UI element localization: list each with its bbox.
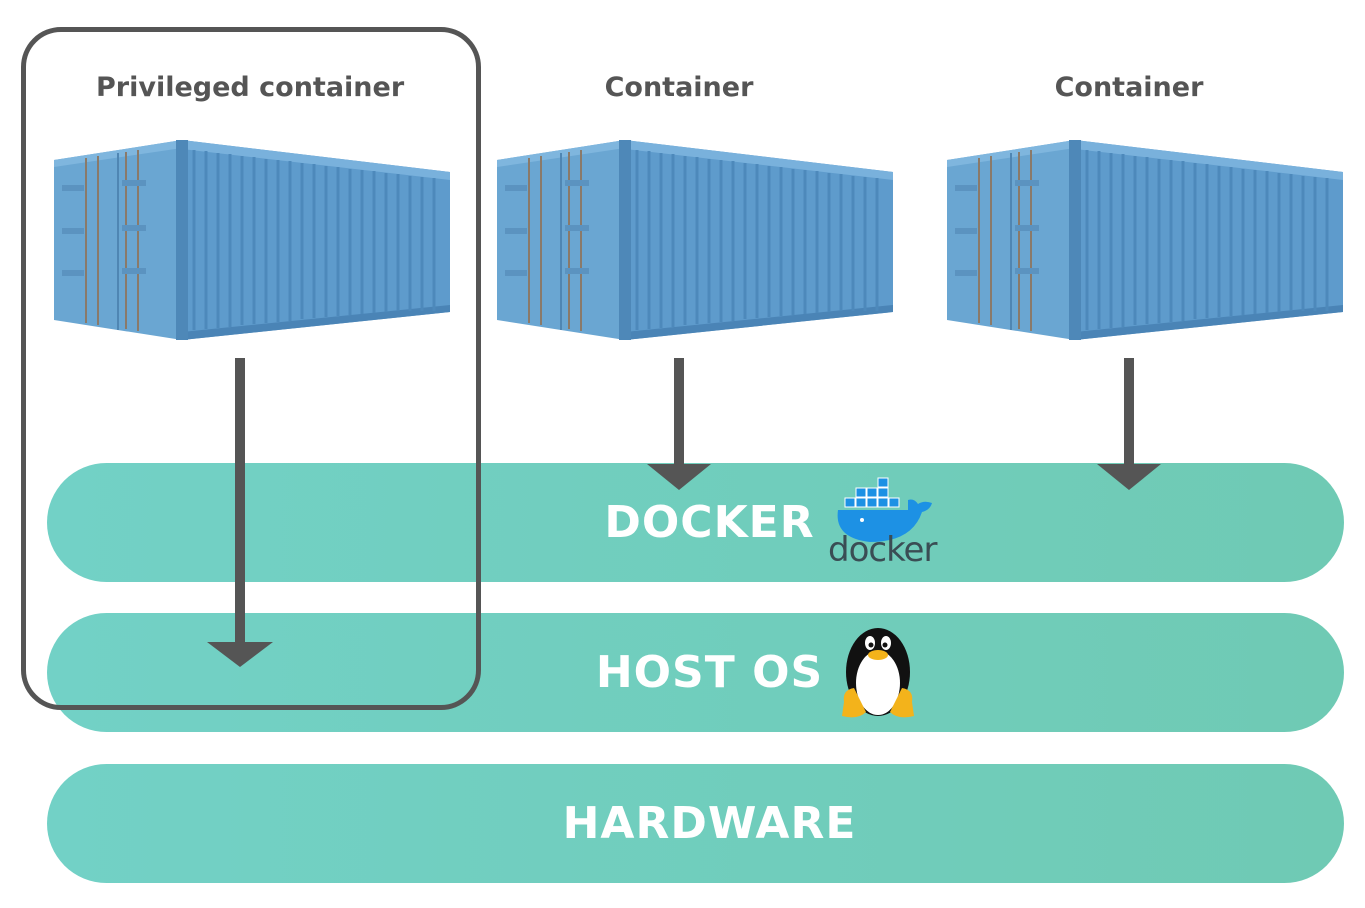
privileged-container-label: Privileged container [96,72,405,103]
container-label-2: Container [604,72,754,103]
host-os-layer-label: HOST OS [595,647,824,698]
container-2-arrow [647,358,711,490]
container-label-3: Container [1054,72,1204,103]
hardware-layer: HARDWARE [47,764,1344,883]
docker-whale-icon [837,477,932,542]
docker-wordmark-logo: docker [828,530,937,570]
hardware-layer-label: HARDWARE [562,798,857,849]
privileged-boundary-frame [21,27,481,710]
host-os-layer: HOST OS [47,613,1344,732]
shipping-container-2 [495,138,895,342]
docker-layer-label: DOCKER [604,497,815,548]
shipping-container-3 [945,138,1345,342]
linux-tux-icon [842,628,914,718]
privileged-arrow [207,358,273,667]
container-3-arrow [1097,358,1161,490]
